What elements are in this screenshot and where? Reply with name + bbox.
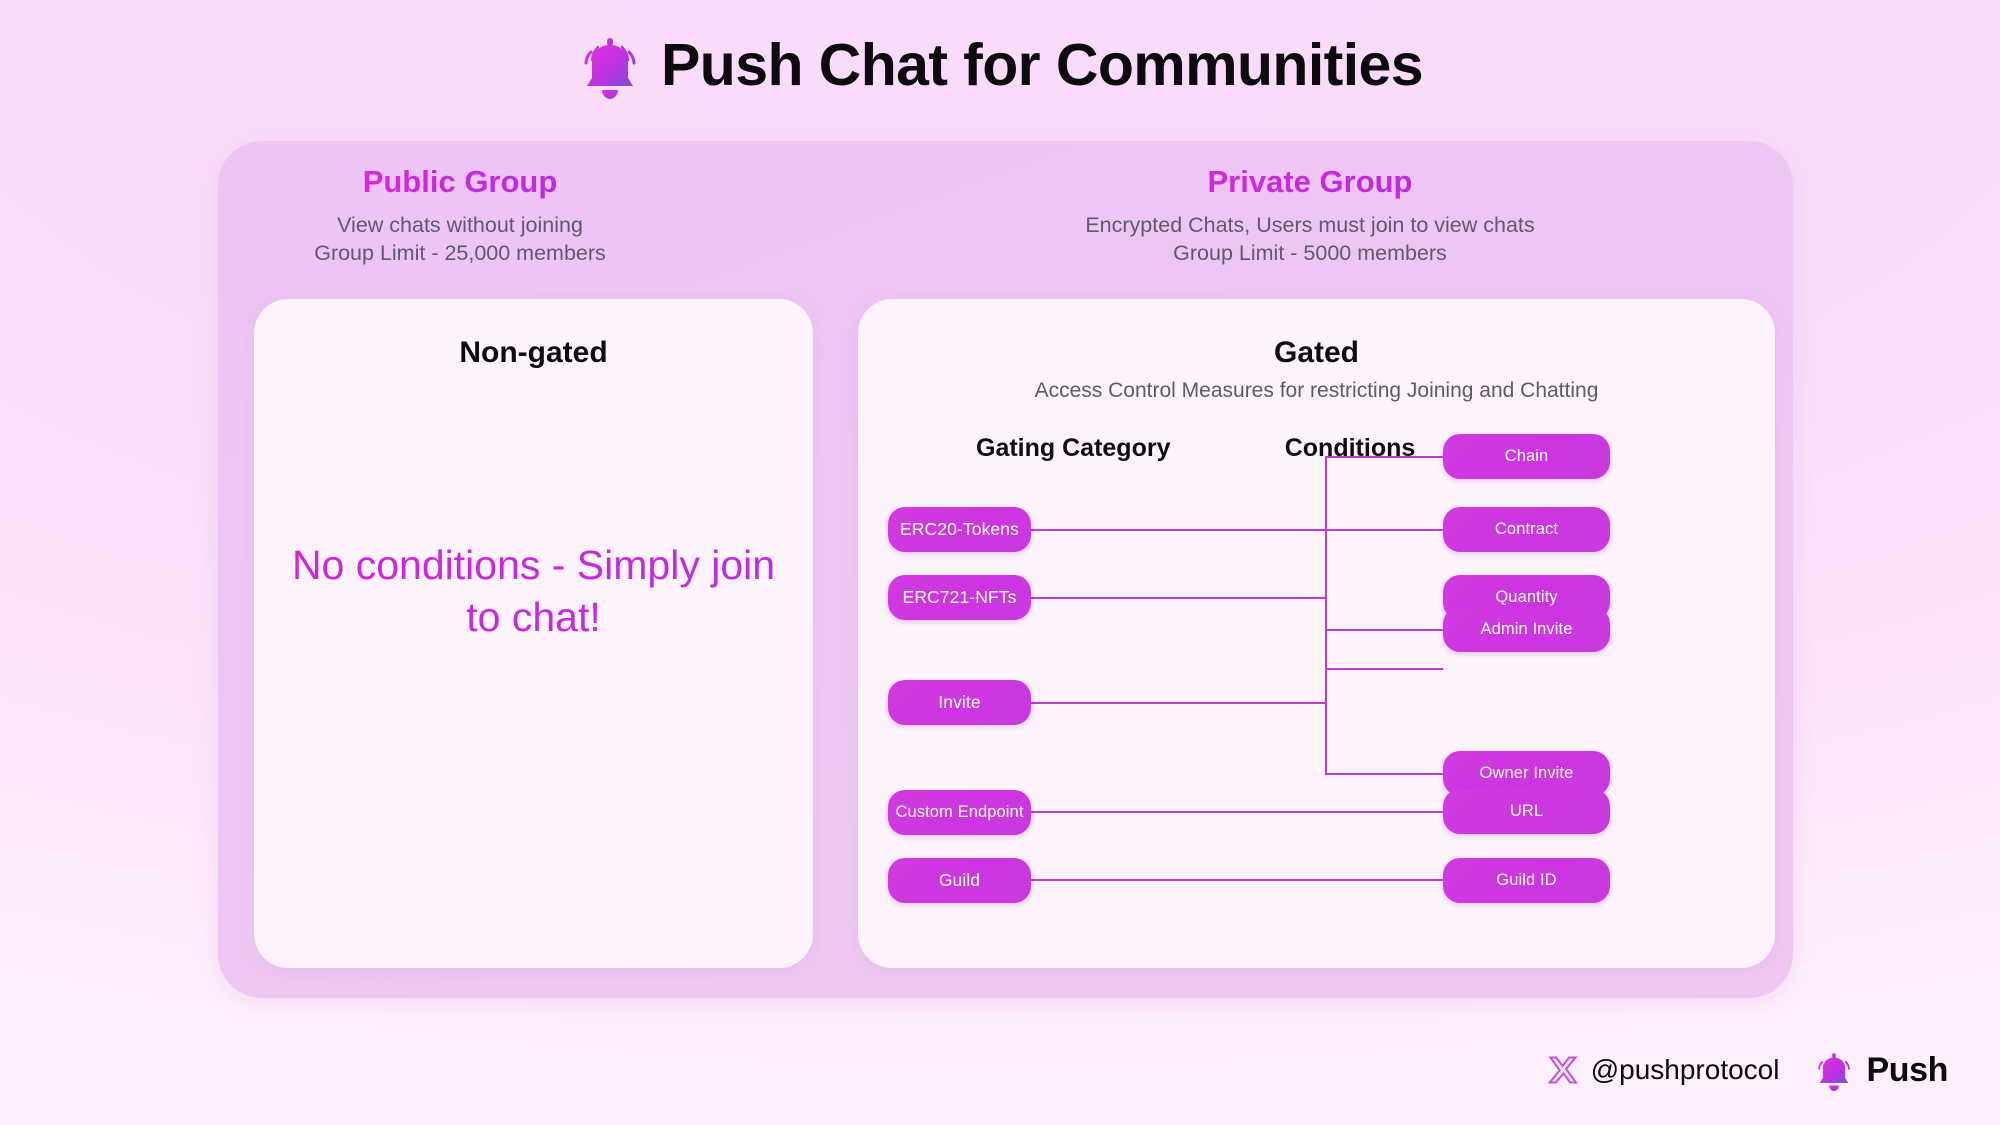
edge-custom-endpoint-url [1031, 811, 1443, 813]
pill-condition-admin-invite[interactable]: Admin Invite [1443, 607, 1610, 652]
non-gated-body: No conditions - Simply join to chat! [284, 539, 783, 643]
pill-category-guild[interactable]: Guild [888, 858, 1031, 903]
page-header: Push Chat for Communities [0, 28, 2000, 102]
edge-spine-owner-invite [1325, 773, 1443, 775]
gating-diagram: Gating Category Conditions ERC20-Tokens … [858, 299, 1775, 968]
pill-category-erc721-nfts[interactable]: ERC721-NFTs [888, 575, 1031, 620]
edge-group2-spine [1325, 629, 1327, 774]
pill-condition-contract[interactable]: Contract [1443, 507, 1610, 552]
edge-guild-guildid [1031, 879, 1443, 881]
gated-subtitle: Access Control Measures for restricting … [1034, 379, 1599, 402]
non-gated-title: Non-gated [459, 336, 608, 369]
bell-icon [584, 38, 636, 99]
footer: @pushprotocol Push [1547, 1047, 1948, 1093]
edge-spine-contract [1325, 529, 1443, 531]
x-handle-text: @pushprotocol [1590, 1054, 1780, 1085]
edge-invite-spine [1031, 702, 1326, 704]
pill-category-erc20-tokens[interactable]: ERC20-Tokens [888, 507, 1031, 552]
x-social-link[interactable]: @pushprotocol [1547, 1054, 1780, 1086]
push-brand-text: Push [1866, 1050, 1948, 1089]
private-group-title: Private Group [1040, 164, 1580, 200]
public-group-line1: View chats without joining [337, 213, 583, 237]
gated-title: Gated [1273, 336, 1360, 369]
public-group-header: Public Group View chats without joining … [310, 164, 610, 267]
private-group-line1: Encrypted Chats, Users must join to view… [1085, 213, 1535, 237]
edge-erc721-spine [1031, 597, 1326, 599]
page-title: Push Chat for Communities [661, 32, 1423, 98]
conditions-header: Conditions [1284, 434, 1416, 462]
edge-spine-quantity [1325, 668, 1443, 670]
edge-spine-admin-invite [1325, 629, 1443, 631]
pill-condition-guild-id[interactable]: Guild ID [1443, 858, 1610, 903]
gated-card: Gated Access Control Measures for restri… [858, 299, 1775, 968]
push-bell-icon [1818, 1053, 1851, 1092]
public-group-line2: Group Limit - 25,000 members [314, 240, 606, 265]
edge-erc20-spine [1031, 529, 1326, 531]
pill-category-custom-endpoint[interactable]: Custom Endpoint [888, 790, 1031, 835]
pill-category-invite[interactable]: Invite [888, 680, 1031, 725]
private-group-line2: Group Limit - 5000 members [1173, 240, 1447, 265]
non-gated-card: Non-gated No conditions - Simply join to… [254, 299, 813, 968]
public-group-title: Public Group [310, 164, 610, 200]
private-group-header: Private Group Encrypted Chats, Users mus… [1040, 164, 1580, 267]
pill-condition-owner-invite[interactable]: Owner Invite [1443, 751, 1610, 796]
edge-spine-chain [1325, 456, 1443, 458]
pill-condition-chain[interactable]: Chain [1443, 434, 1610, 479]
gating-category-header: Gating Category [976, 434, 1171, 462]
pill-condition-url[interactable]: URL [1443, 789, 1610, 834]
x-logo-icon [1547, 1056, 1578, 1084]
edge-group1-spine [1325, 456, 1327, 669]
push-brand: Push [1813, 1047, 1948, 1093]
